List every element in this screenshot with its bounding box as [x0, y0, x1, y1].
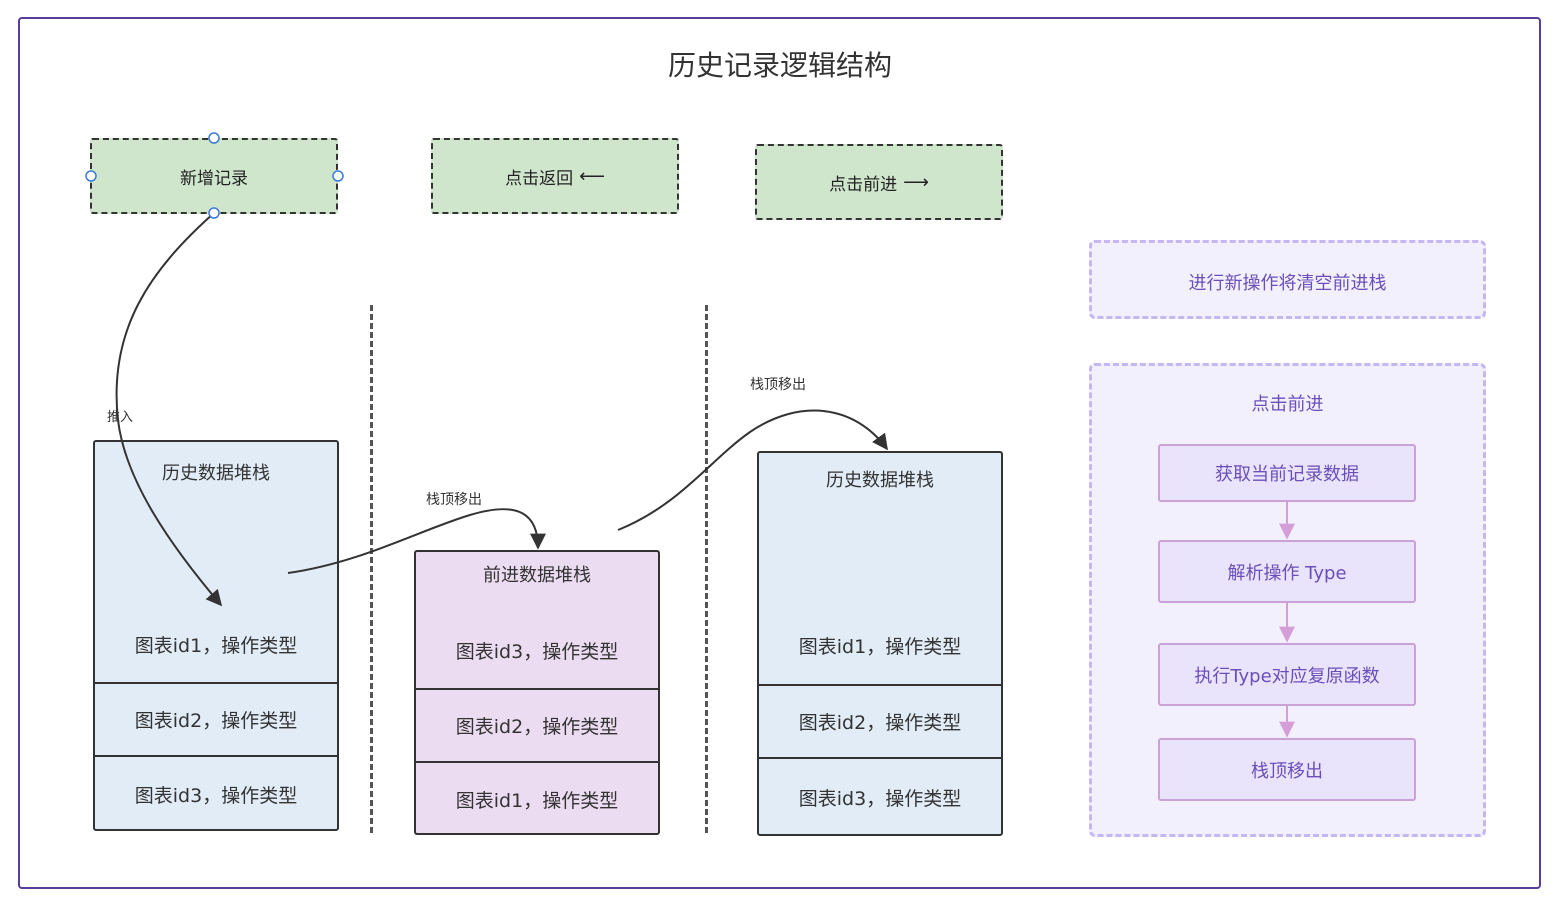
arrow-right-icon: ⟶: [903, 171, 929, 193]
separator-right: [705, 305, 708, 833]
clear-forward-note-text: 进行新操作将清空前进栈: [1188, 273, 1387, 294]
stack-item: 图表id1，操作类型: [134, 634, 298, 657]
stack-item: 图表id2，操作类型: [416, 688, 658, 761]
selection-handle: [208, 207, 220, 219]
clear-forward-note: 进行新操作将清空前进栈: [1089, 240, 1486, 319]
stack-item: 图表id3，操作类型: [455, 640, 619, 663]
forward-stack-title: 前进数据堆栈: [483, 565, 591, 586]
forward-label: 点击前进: [829, 174, 898, 195]
add-record-label: 新增记录: [180, 168, 248, 189]
edge-label-pop-to-history: 栈顶移出: [750, 377, 806, 393]
stack-item: 图表id1，操作类型: [416, 761, 658, 835]
history-stack-left[interactable]: 历史数据堆栈 图表id1，操作类型 图表id2，操作类型 图表id3，操作类型: [93, 440, 339, 831]
step-run-restore[interactable]: 执行Type对应复原函数: [1158, 643, 1416, 706]
history-stack-right-title: 历史数据堆栈: [826, 470, 934, 491]
back-label: 点击返回: [505, 168, 574, 189]
history-stack-right[interactable]: 历史数据堆栈 图表id1，操作类型 图表id2，操作类型 图表id3，操作类型: [757, 451, 1003, 836]
edge-push-curve: [115, 212, 223, 607]
step-pop-top[interactable]: 栈顶移出: [1158, 738, 1416, 801]
selection-handle: [85, 170, 97, 182]
step-parse-type[interactable]: 解析操作 Type: [1158, 540, 1416, 603]
diagram-frame: [18, 17, 1541, 889]
forward-node[interactable]: 点击前进 ⟶: [755, 144, 1003, 220]
stack-item: 图表id2，操作类型: [95, 682, 337, 755]
edge-pop-to-forward-curve: [287, 508, 546, 574]
selection-handle: [208, 132, 220, 144]
stack-item: 图表id1，操作类型: [798, 636, 962, 658]
forward-steps-title: 点击前进: [1251, 394, 1324, 415]
back-node[interactable]: 点击返回 ⟵: [431, 138, 679, 214]
stack-item: 图表id3，操作类型: [759, 757, 1001, 836]
forward-stack[interactable]: 前进数据堆栈 图表id3，操作类型 图表id2，操作类型 图表id1，操作类型: [414, 550, 660, 835]
edge-label-pop-to-forward: 栈顶移出: [426, 492, 482, 508]
add-record-node[interactable]: 新增记录: [90, 138, 338, 214]
stack-item: 图表id2，操作类型: [759, 684, 1001, 757]
arrow-left-icon: ⟵: [579, 165, 605, 187]
diagram-title: 历史记录逻辑结构: [667, 49, 892, 82]
edge-pop-to-history-curve: [617, 409, 888, 531]
selection-handle: [332, 170, 344, 182]
edge-label-push: 推入: [107, 410, 134, 425]
separator-left: [370, 305, 373, 833]
step-get-record[interactable]: 获取当前记录数据: [1158, 444, 1416, 502]
stack-item: 图表id3，操作类型: [95, 755, 337, 831]
history-stack-left-title: 历史数据堆栈: [162, 463, 270, 484]
